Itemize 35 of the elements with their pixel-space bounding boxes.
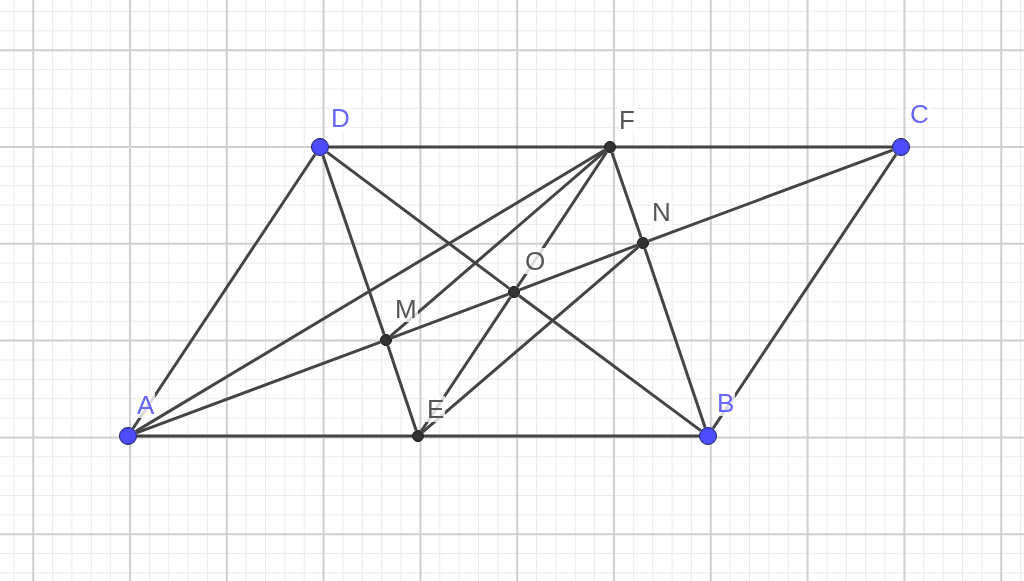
line-segment [610,152,643,238]
line-segment [616,145,892,149]
point [119,427,137,445]
line-segment [329,145,604,149]
line-segment [321,155,386,335]
line-segment [643,248,707,428]
line-segment [421,245,640,434]
line-segment [326,151,511,290]
point [604,141,616,153]
point [311,138,329,156]
line-segment [137,434,412,438]
point-label: B [716,390,736,416]
point-label: F [618,107,636,133]
point [699,427,717,445]
point [637,237,649,249]
point-label: D [330,105,351,131]
point-label: M [394,296,418,322]
line-segment [386,345,418,431]
point [892,138,910,156]
point-label: A [136,392,156,418]
point [412,430,424,442]
point [380,334,392,346]
line-segment [648,148,894,243]
line-segment [391,292,509,340]
line-segment [519,243,638,292]
point-label: N [651,199,672,225]
line-segment [711,153,898,430]
line-segment [389,149,607,338]
line-segment [135,340,381,435]
point-label: C [909,101,930,127]
line-segment [517,294,702,432]
line-segment [131,153,317,430]
line-segment [424,434,699,438]
point-label: E [426,396,446,422]
point-label: O [524,248,547,274]
